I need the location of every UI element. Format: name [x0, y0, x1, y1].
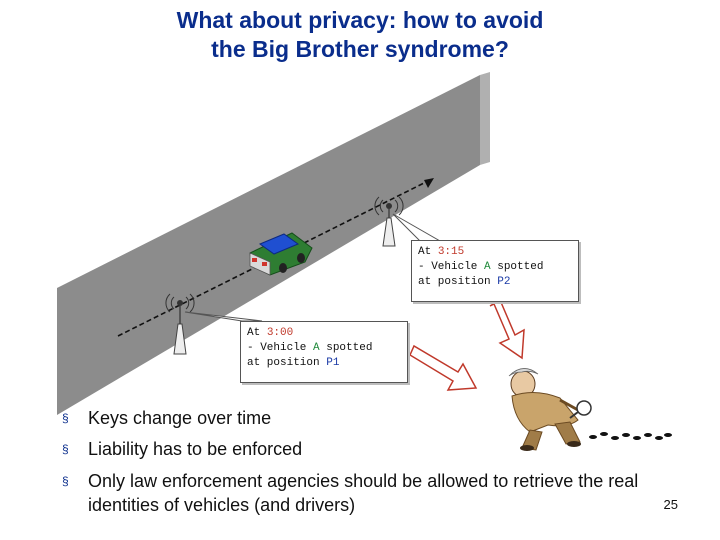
antenna-icon-p1	[165, 293, 195, 355]
bullet-marker: §	[62, 411, 69, 425]
bullet-list: § Keys change over time § Liability has …	[62, 406, 682, 517]
bullet-item: § Liability has to be enforced	[62, 437, 682, 461]
title-line-2: the Big Brother syndrome?	[211, 36, 509, 62]
car-icon	[249, 232, 313, 276]
callout-p2-vehicle-prefix: - Vehicle	[418, 261, 485, 273]
callout-p2: At 3:15 - Vehicle A spotted at position …	[411, 240, 579, 302]
bullet-text: Liability has to be enforced	[88, 439, 303, 459]
slide-title: What about privacy: how to avoid the Big…	[40, 6, 680, 64]
bullet-item: § Keys change over time	[62, 406, 682, 430]
antenna-icon-p2	[374, 196, 404, 247]
callout-p1: At 3:00 - Vehicle A spotted at position …	[240, 321, 408, 383]
arrow-from-p2	[489, 298, 525, 360]
bullet-marker: §	[62, 474, 69, 488]
callout-p1-position: P1	[326, 357, 340, 369]
arrow-from-p1	[409, 344, 478, 391]
detective-icon	[508, 368, 592, 451]
callout-p1-vehicle: A	[313, 342, 320, 354]
callout-pointer-p2	[392, 213, 442, 242]
bullet-text: Keys change over time	[88, 408, 272, 428]
callout-p1-vehicle-prefix: - Vehicle	[247, 342, 314, 354]
road-shoulder	[480, 72, 490, 165]
bullet-text: Only law enforcement agencies should be …	[88, 471, 639, 515]
page-number: 25	[663, 497, 678, 512]
title-line-1: What about privacy: how to avoid	[176, 7, 544, 33]
bullet-item: § Only law enforcement agencies should b…	[62, 469, 682, 517]
callout-p1-time: 3:00	[266, 327, 294, 339]
callout-p2-position: P2	[497, 276, 511, 288]
callout-p1-at: At	[247, 327, 267, 339]
callout-p2-vehicle: A	[484, 261, 491, 273]
trajectory-line	[117, 180, 429, 337]
callout-p1-spotted: spotted	[319, 342, 373, 354]
trajectory-arrowhead	[424, 178, 434, 188]
callout-p2-time: 3:15	[437, 246, 465, 258]
callout-p2-position-prefix: at position	[418, 276, 498, 288]
footprints	[589, 432, 672, 440]
callout-p2-spotted: spotted	[490, 261, 544, 273]
callout-p2-at: At	[418, 246, 438, 258]
callout-p1-position-prefix: at position	[247, 357, 327, 369]
bullet-marker: §	[62, 442, 69, 456]
